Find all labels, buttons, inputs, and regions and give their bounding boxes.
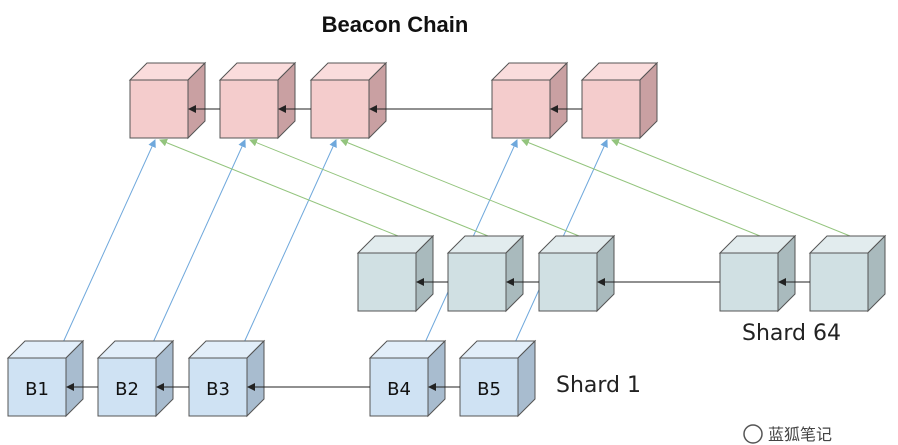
- wechat-icon: [743, 424, 763, 444]
- shard64-crosslink-1: [159, 138, 404, 239]
- watermark-text: 蓝狐笔记: [768, 425, 832, 444]
- cube-front-face: [188, 357, 248, 417]
- shard1-block-4: [368, 339, 447, 418]
- chain-arrows: [66, 105, 810, 391]
- shard64-crosslink-4: [521, 138, 766, 239]
- beacon-block-4: [490, 61, 569, 140]
- beacon-block-2: [218, 61, 297, 140]
- cube-front-face: [809, 252, 869, 312]
- shard64-block-1: [356, 234, 435, 313]
- cube-front-face: [129, 79, 189, 139]
- watermark: 蓝狐笔记: [743, 424, 832, 444]
- shard64-block-3: [537, 234, 616, 313]
- block-labels: B1 B2 B3 B4 B5: [25, 379, 501, 400]
- cube-front-face: [357, 252, 417, 312]
- shard1-block-1: [6, 339, 85, 418]
- shard64-block-5: [808, 234, 887, 313]
- shard64-crosslink-2: [249, 138, 494, 239]
- beacon-block-5: [580, 61, 659, 140]
- cube-front-face: [219, 79, 279, 139]
- shard1-crosslink-3: [236, 139, 337, 359]
- cube-front-face: [447, 252, 507, 312]
- block-cubes: [6, 61, 887, 418]
- shard1-block-2: [96, 339, 175, 418]
- shard64-block-4: [718, 234, 797, 313]
- cube-front-face: [459, 357, 519, 417]
- shard64-crosslink-3: [340, 138, 585, 239]
- shard-64-label: Shard 64: [742, 321, 841, 346]
- block-label-b2: B2: [115, 379, 139, 400]
- shard-1-label: Shard 1: [556, 373, 641, 398]
- cube-front-face: [369, 357, 429, 417]
- cube-front-face: [310, 79, 370, 139]
- shard1-crosslink-2: [145, 139, 246, 359]
- cube-front-face: [581, 79, 641, 139]
- block-label-b1: B1: [25, 379, 49, 400]
- cube-front-face: [97, 357, 157, 417]
- shard1-crosslink-1: [55, 139, 156, 359]
- block-label-b5: B5: [477, 379, 501, 400]
- cube-front-face: [491, 79, 551, 139]
- block-label-b3: B3: [206, 379, 230, 400]
- block-label-b4: B4: [387, 379, 411, 400]
- shard1-block-3: [187, 339, 266, 418]
- cube-front-face: [7, 357, 67, 417]
- shard64-block-2: [446, 234, 525, 313]
- beacon-chain-title: Beacon Chain: [322, 12, 469, 37]
- cube-front-face: [719, 252, 779, 312]
- beacon-block-1: [128, 61, 207, 140]
- beacon-block-3: [309, 61, 388, 140]
- shard1-block-5: [458, 339, 537, 418]
- cube-front-face: [538, 252, 598, 312]
- shard64-crosslink-5: [611, 138, 856, 239]
